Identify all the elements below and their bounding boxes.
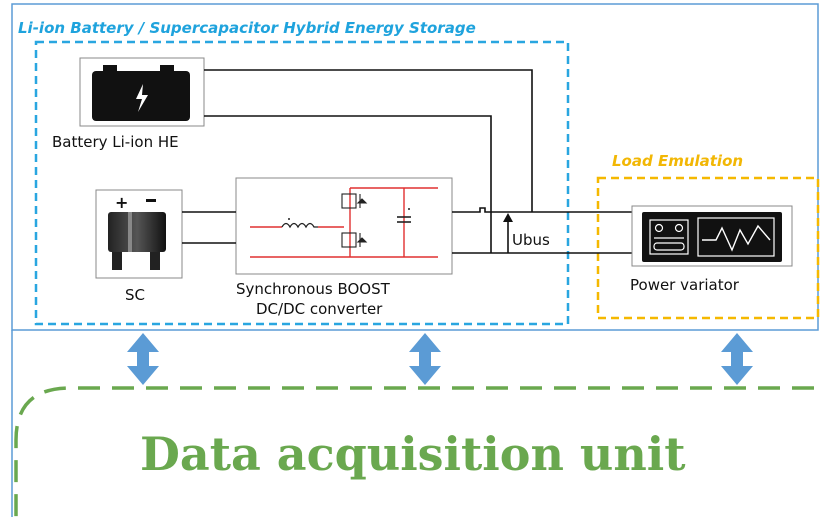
ubus-label: Ubus: [512, 231, 550, 249]
sc-label: SC: [125, 286, 145, 304]
daq-label: Data acquisition unit: [140, 427, 686, 481]
arrow-load-daq: [721, 333, 753, 385]
mosfet-high-icon: [341, 193, 368, 209]
converter-label-line1: Synchronous BOOST: [236, 280, 391, 298]
waveform-icon: [702, 224, 771, 252]
outer-frame: [11, 3, 819, 331]
hes-region: [34, 40, 570, 326]
daq-region: [14, 386, 814, 517]
hes-title: Li-ion Battery / Supercapacitor Hybrid E…: [18, 19, 476, 37]
lightning-icon: [136, 84, 148, 112]
inductor-icon: [281, 222, 318, 229]
load-title: Load Emulation: [612, 152, 743, 170]
minus-icon: [146, 199, 156, 202]
battery-block: [79, 57, 205, 127]
load-label: Power variator: [630, 276, 740, 294]
mosfet-low-icon: [341, 232, 368, 248]
capacitor-icon: [397, 216, 411, 223]
converter-block: [235, 177, 453, 275]
power-variator-block: [631, 205, 793, 267]
load-region: [596, 176, 820, 320]
ubus-arrow: [503, 213, 513, 253]
wiring: [182, 69, 632, 254]
converter-label-line2: DC/DC converter: [256, 300, 383, 318]
battery-label: Battery Li-ion HE: [52, 133, 179, 151]
arrow-sc-daq: [127, 333, 159, 385]
arrow-converter-daq: [409, 333, 441, 385]
supercapacitor-block: +: [95, 189, 183, 279]
plus-icon: +: [115, 193, 128, 212]
